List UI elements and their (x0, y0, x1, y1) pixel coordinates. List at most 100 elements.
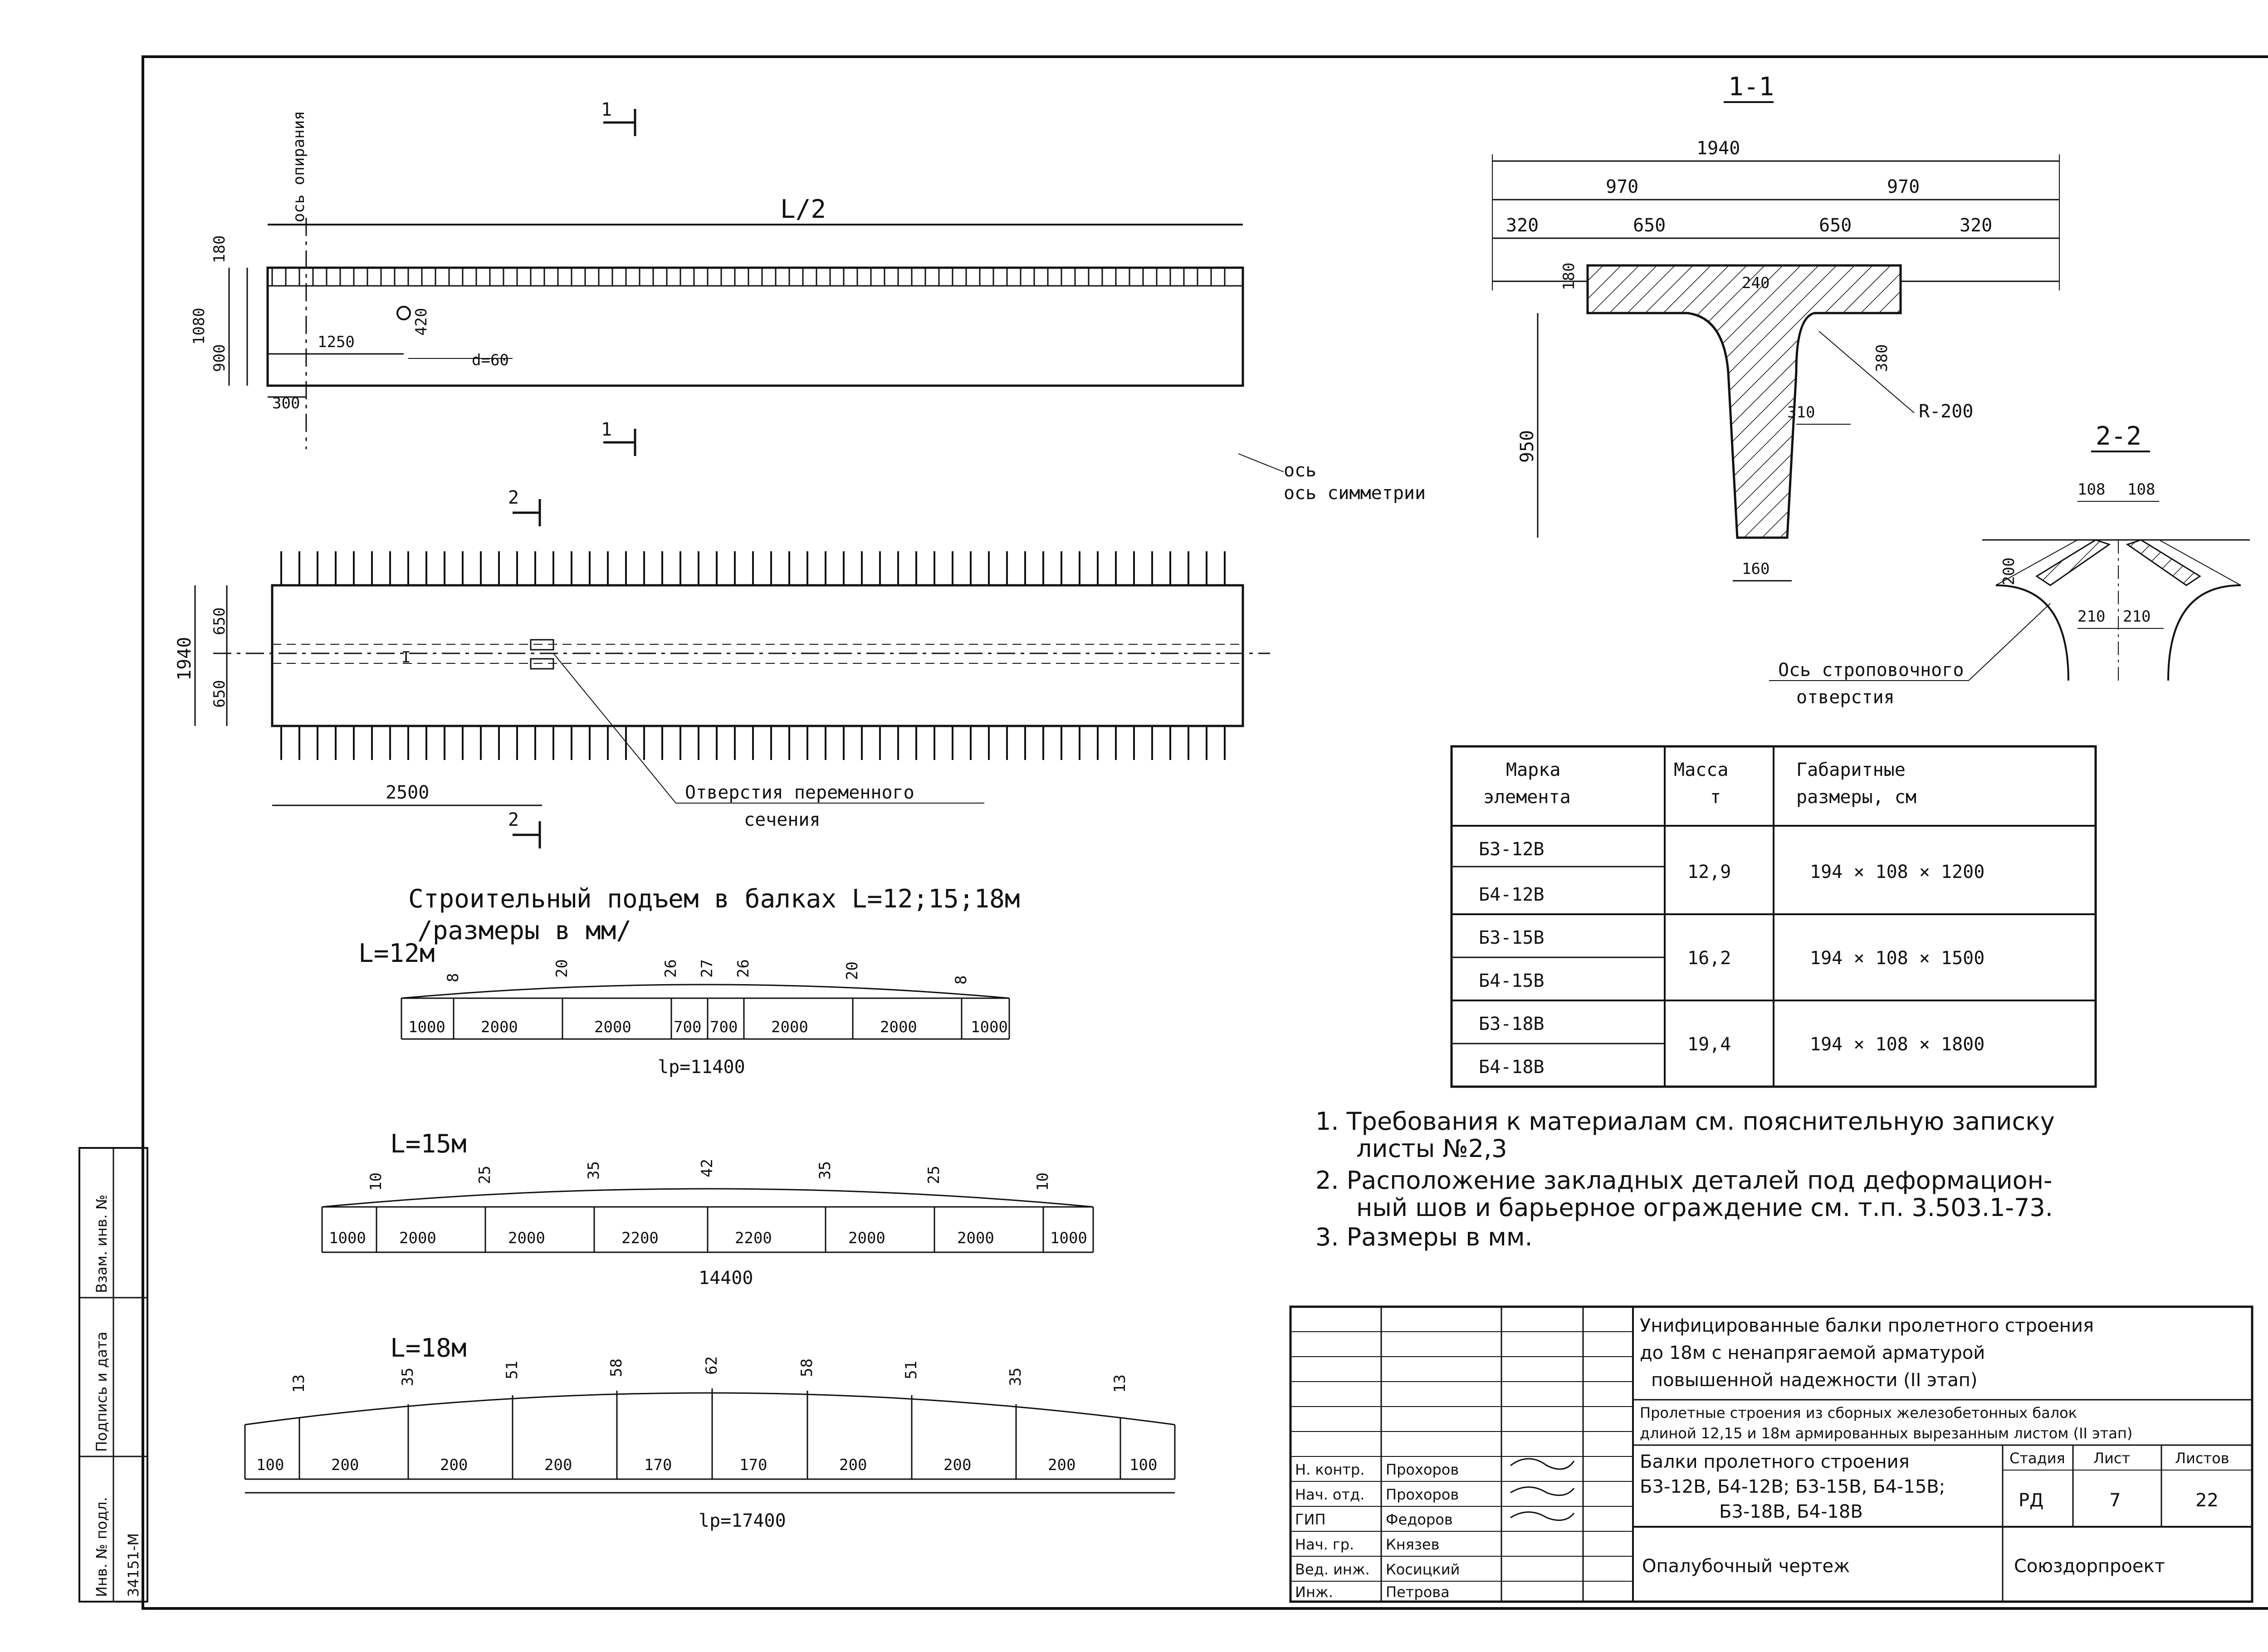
s11-cant-right: 320 (1960, 215, 1992, 236)
camber-12-seg: 1000 (971, 1018, 1008, 1036)
camber-18-ord: 51 (902, 1361, 920, 1379)
stamp-inv: 34151-М (125, 1533, 142, 1597)
camber-18-seg: 200 (544, 1456, 572, 1474)
camber-15-seg: 1000 (1050, 1229, 1087, 1247)
camber-18-ord: 13 (290, 1374, 308, 1393)
camber-18-seg: 200 (331, 1456, 359, 1474)
camber-15-total: 14400 (699, 1268, 753, 1289)
camber-12-ord: 26 (734, 959, 753, 978)
section-2-2-title: 2-2 (2096, 422, 2141, 451)
camber-12-ord: 8 (444, 973, 462, 982)
stamp-inv-label: Инв. № подл. (93, 1497, 110, 1597)
note-1: 1. Требования к материалам см. пояснител… (1315, 1107, 2055, 1136)
tb-sheet-h: Лист (2093, 1450, 2130, 1467)
camber-12-seg: 1000 (408, 1018, 445, 1036)
sheet-frame (142, 55, 2268, 1610)
sling-hole-icon (396, 306, 411, 320)
hole-rect-icon (530, 658, 554, 670)
signature-icon (1510, 1511, 1575, 1521)
camber-15-ord: 25 (925, 1166, 943, 1184)
tb-role: Н. контр. (1295, 1461, 1364, 1478)
dim-end-300: 300 (272, 394, 300, 412)
camber-15-seg: 2000 (848, 1229, 885, 1247)
tb-name: Прохоров (1386, 1461, 1459, 1478)
camber-section: Строительный подъем в балках L=12;15;18м… (244, 884, 1176, 1531)
camber-heading: Строительный подъем в балках L=12;15;18м (408, 884, 1020, 914)
camber-12-ord: 8 (952, 976, 970, 985)
camber-12-seg: 2000 (594, 1018, 631, 1036)
note-1-cont: листы №2,3 (1356, 1134, 1507, 1163)
camber-18-seg: 200 (440, 1456, 468, 1474)
camber-18-ord: 13 (1111, 1374, 1129, 1393)
stamp-vzam-label: Взам. инв. № (93, 1195, 110, 1293)
tb-role: ГИП (1295, 1511, 1326, 1528)
camber-15-seg: 2200 (735, 1229, 772, 1247)
section-mark-2-bottom: 2 (508, 809, 519, 830)
dim-web-900: 900 (210, 344, 229, 372)
tb-drawing: Опалубочный чертеж (1642, 1556, 1850, 1577)
dim-total-1080: 1080 (190, 308, 208, 345)
camber-15-seg: 2000 (399, 1229, 436, 1247)
s22-top-b: 108 (2127, 480, 2155, 499)
table-header-mark-2: элемента (1483, 787, 1571, 808)
s11-cant-left: 320 (1506, 215, 1539, 236)
camber-12-seg: 2000 (481, 1018, 518, 1036)
camber-subheading: /размеры в мм/ (417, 916, 631, 946)
table-mark: Б3-15В (1479, 927, 1545, 948)
s22-note-line-1: Ось строповочного (1778, 660, 1964, 681)
camber-12-ticks (401, 998, 1010, 1039)
tb-stage: РД (2019, 1490, 2043, 1511)
plan-width-total: 1940 (174, 637, 195, 681)
s11-mid-left: 650 (1633, 215, 1666, 236)
table-mass: 12,9 (1687, 862, 1731, 882)
s11-width-half-right: 970 (1887, 176, 1920, 197)
s22-note-line-2: отверстия (1796, 687, 1895, 708)
section-2-2: 2-2 108 108 200 210 210 Ось строповочног… (1769, 422, 2250, 708)
s22-top-a: 108 (2077, 480, 2105, 499)
tb-role: Инж. (1295, 1583, 1333, 1601)
element-table: Марка элемента Масса т Габаритные размер… (1450, 745, 2097, 1088)
tb-project-1: Унифицированные балки пролетного строени… (1640, 1315, 2094, 1336)
tb-role: Нач. гр. (1295, 1536, 1354, 1553)
tb-org: Союздорпроект (2014, 1556, 2165, 1577)
camber-18-ord: 35 (1007, 1368, 1025, 1386)
section-mark-1-mid: 1 (601, 419, 612, 440)
tb-name: Федоров (1386, 1511, 1453, 1528)
tb-name: Князев (1386, 1536, 1439, 1553)
section-1-1: 1-1 1940 970 970 320 650 650 320 180 240… (1492, 72, 2060, 582)
camber-12-ord: 20 (843, 961, 861, 980)
note-2-cont: ный шов и барьерное ограждение см. т.п. … (1356, 1193, 2053, 1222)
dim-hole-offset: 420 (412, 308, 430, 336)
symmetry-axis-label: ось симметрии (1284, 483, 1426, 504)
section-mark-2-top: 2 (508, 487, 519, 508)
camber-12-label: L=12м (358, 939, 435, 968)
camber-12-ord: 20 (553, 959, 571, 978)
s11-r-web: 310 (1787, 403, 1815, 422)
camber-18-seg: 170 (739, 1456, 767, 1474)
camber-18-ticks (244, 1388, 1176, 1479)
s11-web-top: 240 (1742, 274, 1769, 292)
camber-18-ord: 51 (503, 1361, 521, 1379)
note-3: 3. Размеры в мм. (1315, 1223, 1533, 1251)
camber-18-ord: 58 (607, 1358, 626, 1377)
camber-18-label: L=18м (390, 1333, 467, 1363)
camber-15-seg: 2000 (957, 1229, 994, 1247)
s11-width-total: 1940 (1696, 138, 1740, 159)
camber-15-ord: 42 (698, 1159, 716, 1177)
section-1-1-title: 1-1 (1728, 72, 1774, 102)
table-header-mass-1: Масса (1674, 760, 1728, 780)
hole-note-line-1: Отверстия переменного (685, 782, 914, 803)
camber-12-total: lр=11400 (658, 1057, 745, 1078)
table-dims: 194 × 108 × 1200 (1810, 862, 1984, 882)
camber-18-ord: 35 (399, 1368, 417, 1386)
camber-15-ord: 10 (367, 1172, 385, 1191)
dim-hole-pos: 1250 (318, 333, 355, 351)
table-mark: Б3-12В (1479, 839, 1545, 860)
camber-12-seg: 2000 (771, 1018, 808, 1036)
tb-sheet: 7 (2109, 1490, 2121, 1511)
camber-15-seg: 2200 (621, 1229, 659, 1247)
table-mark: Б4-18В (1479, 1057, 1545, 1078)
t-beam-section (1586, 264, 1902, 539)
camber-18-seg: 100 (1129, 1456, 1157, 1474)
s11-bottom: 160 (1742, 560, 1769, 578)
